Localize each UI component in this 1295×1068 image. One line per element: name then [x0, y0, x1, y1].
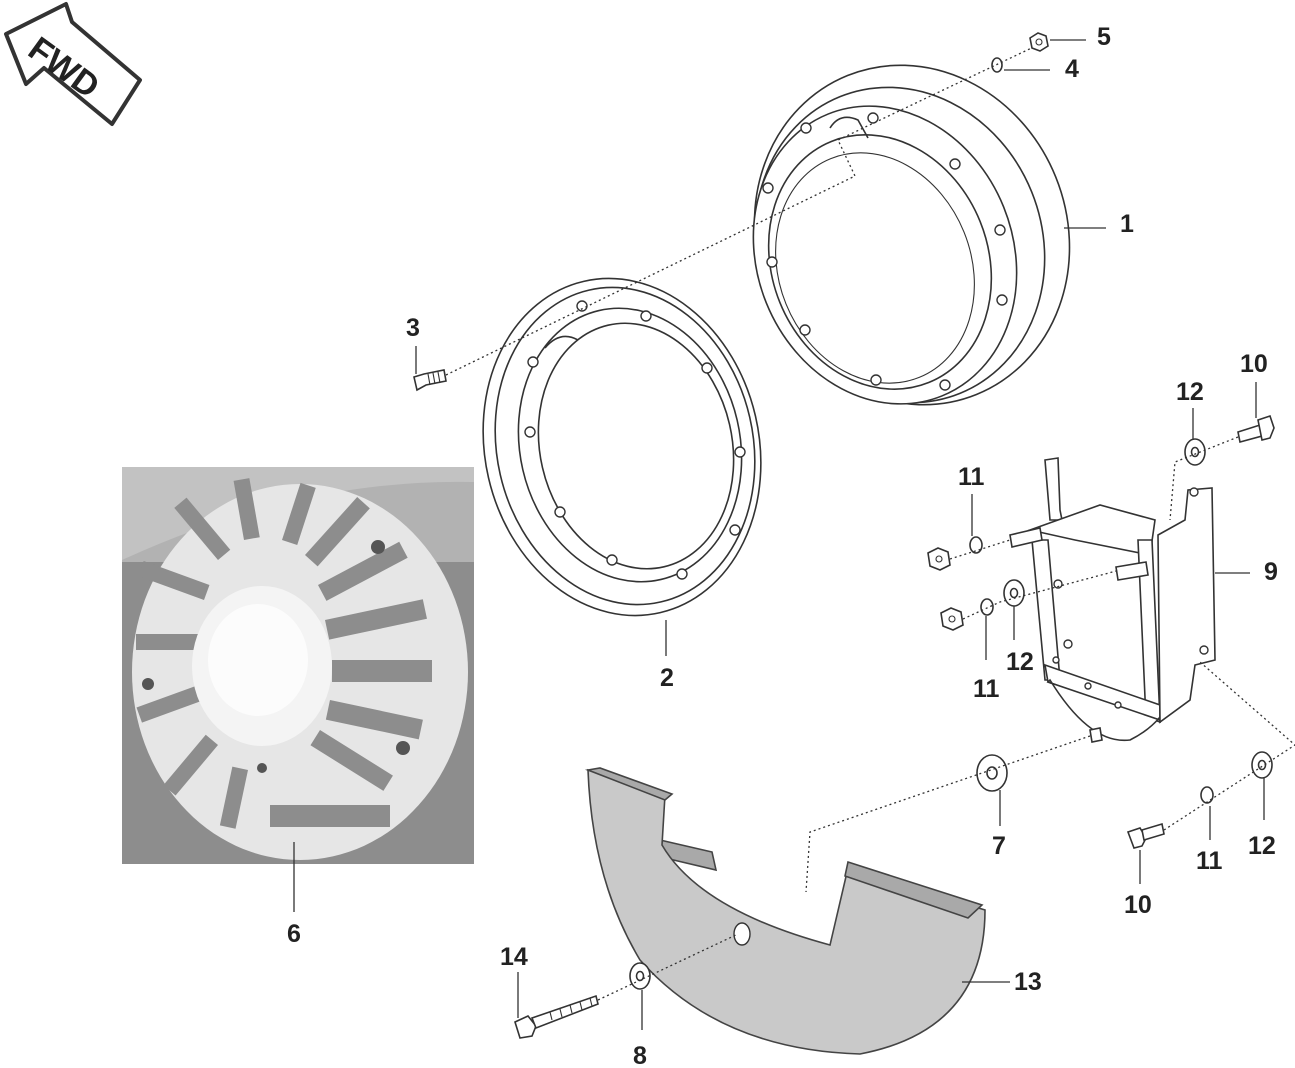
part-10-bolt-upper: [1237, 414, 1275, 443]
callout-12-upper: 12: [1176, 378, 1204, 406]
part-12-washer-upper: [1184, 438, 1206, 466]
callout-11-upper: 11: [958, 463, 985, 491]
part-6-wheel-cover-photo: [122, 467, 474, 864]
callout-10-lower: 10: [1124, 891, 1152, 919]
part-4-lock-washer: [991, 57, 1003, 73]
callout-13: 13: [1014, 968, 1042, 996]
callout-14: 14: [500, 943, 528, 971]
callout-3: 3: [406, 314, 420, 342]
callout-12-middle: 12: [1006, 648, 1034, 676]
part-5-nut: [1029, 32, 1049, 52]
callout-6: 6: [287, 920, 301, 948]
callout-8: 8: [633, 1042, 647, 1068]
part-11-lock-washer-c: [1200, 786, 1214, 804]
callout-4: 4: [1065, 55, 1079, 83]
part-9-bracket: [1009, 457, 1216, 743]
part-3-screw: [413, 369, 447, 392]
assembly-line-11a: [949, 539, 1011, 560]
callout-9: 9: [1264, 558, 1278, 586]
part-14-lag-screw: [514, 994, 599, 1039]
hex-nut-lower: [940, 607, 964, 631]
callout-5: 5: [1097, 23, 1111, 51]
callout-1: 1: [1120, 210, 1134, 238]
part-12-washer-lower: [1251, 751, 1273, 779]
callout-10-upper: 10: [1240, 350, 1268, 378]
assembly-line-7: [805, 735, 1091, 893]
assembly-line-3-to-5: [445, 43, 1041, 376]
callout-7: 7: [992, 832, 1006, 860]
part-2-flange-ring: [482, 277, 762, 617]
fwd-direction-arrow-icon: FWD: [4, 2, 142, 126]
part-1-drum-ring: [752, 64, 1071, 406]
part-13-shield: [584, 767, 986, 1055]
assembly-line-11b: [962, 569, 1121, 620]
part-11-lock-washer-a: [969, 536, 983, 554]
hex-nut-upper: [927, 547, 951, 571]
part-12-washer-left: [1003, 579, 1025, 607]
part-8-washer: [629, 962, 651, 990]
part-11-lock-washer-b: [980, 598, 994, 616]
assembly-line-10-upper: [1169, 436, 1239, 521]
callout-12-lower: 12: [1248, 832, 1276, 860]
part-10-bolt-lower: [1126, 822, 1165, 849]
part-7-washer: [976, 754, 1008, 792]
assembly-line-14-to-13: [597, 933, 739, 1001]
callout-11-lower: 11: [1196, 847, 1223, 875]
assembly-line-10-lower: [1163, 661, 1295, 831]
callout-2: 2: [660, 664, 674, 692]
callout-11-middle: 11: [973, 675, 1000, 703]
